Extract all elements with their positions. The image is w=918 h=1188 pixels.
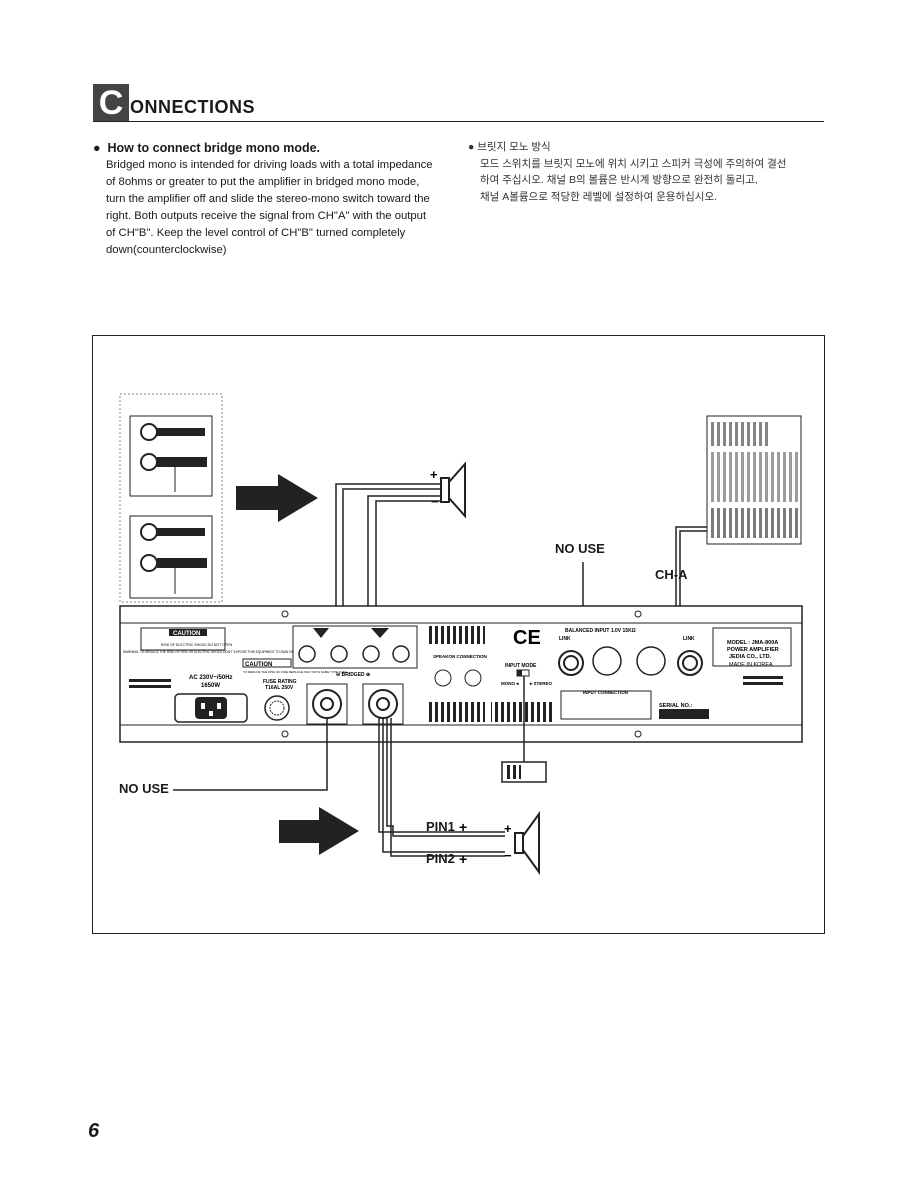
korean-block: ● 브릿지 모노 방식 모드 스위치를 브릿지 모노에 위치 시키고 스피커 극… (468, 139, 828, 205)
svg-text:+: + (504, 821, 512, 836)
balanced-label: BALANCED INPUT 1.0V 15KΩ (565, 628, 636, 634)
english-line: down(counterclockwise) (106, 244, 227, 256)
caution-label: CAUTION (173, 631, 200, 637)
made-label: MADE IN KOREA (729, 662, 773, 668)
link-right-label: LINK (683, 636, 695, 642)
english-heading: ● How to connect bridge mono mode. (93, 141, 320, 155)
english-heading-text: How to connect bridge mono mode. (107, 141, 321, 155)
section-initial: C (93, 84, 129, 122)
english-line: turn the amplifier off and slide the ste… (106, 193, 430, 205)
connector-legend (119, 393, 223, 603)
ac-label: AC 230V~/50Hz (189, 675, 233, 681)
english-line: Bridged mono is intended for driving loa… (106, 159, 433, 171)
caution2-label: CAUTION (245, 662, 272, 668)
english-line: of CH"B". Keep the level control of CH"B… (106, 227, 406, 239)
mode-switch-enlarged (501, 761, 547, 783)
arrow-right-bottom (279, 807, 359, 855)
amplifier-rear-panel: CAUTION RISK OF ELECTRIC SHOCK DO NOT OP… (119, 605, 803, 743)
cha-label: CH-A (655, 567, 688, 582)
svg-text:+: + (459, 819, 467, 835)
section-title: ONNECTIONS (130, 97, 256, 117)
stereo-label: ►STEREO (529, 681, 552, 686)
bullet: ● (93, 141, 101, 155)
svg-text:+: + (459, 851, 467, 867)
no-use-top-label: NO USE (555, 541, 605, 556)
svg-text:+: + (430, 467, 438, 482)
input-mode-label: INPUT MODE (505, 663, 537, 669)
input-connection-label: INPUT CONNECTION (583, 690, 628, 695)
pin1-label: PIN1 (426, 819, 455, 834)
caution2-text: TO REDUCE THE RISK OF FIRE REPLACE ONLY … (243, 670, 348, 674)
mono-label: MONO◄ (501, 681, 519, 686)
ce-mark: CE (513, 627, 541, 649)
watt-label: 1650W (201, 683, 220, 689)
bridged-label: ⊖ BRIDGED ⊕ (336, 672, 370, 678)
svg-text:−: − (504, 848, 512, 863)
serial-label: SERIAL NO.: (659, 703, 692, 709)
diagram-svg: + − CAU (119, 393, 803, 876)
speaker-bottom-icon: + − (504, 810, 540, 876)
header-rule (93, 121, 824, 122)
mixer-console-icon (706, 415, 802, 545)
speaker-top-icon: + − (430, 461, 466, 519)
page-number: 6 (88, 1120, 100, 1142)
english-paragraph: Bridged mono is intended for driving loa… (106, 157, 446, 259)
english-line: of 8ohms or greater to put the amplifier… (106, 176, 420, 188)
pin2-label: PIN2 (426, 851, 455, 866)
risk-label: RISK OF ELECTRIC SHOCK DO NOT OPEN (161, 643, 233, 647)
model-label: MODEL : JMA-800A (727, 640, 778, 646)
arrow-right-top (236, 474, 318, 522)
fuse-value: T16AL 250V (265, 685, 294, 691)
fuse-label: FUSE RATING (263, 679, 297, 685)
english-line: right. Both outputs receive the signal f… (106, 210, 427, 222)
warning-label: WARNING: TO REDUCE THE RISK OF FIRE OR E… (123, 650, 313, 654)
bridge-wiring-diagram: + − CAU (92, 335, 825, 934)
no-use-bottom-label: NO USE (119, 781, 169, 796)
link-left-label: LINK (559, 636, 571, 642)
speakon-label: SPEAKON CONNECTION (433, 654, 487, 659)
korean-heading: ● 브릿지 모노 방식 (468, 141, 551, 153)
korean-line: 하여 주십시오. 채널 B의 볼륨은 반시계 방향으로 완전히 돌리고, (480, 174, 758, 186)
type-label: POWER AMPLIFIER (727, 647, 779, 653)
korean-line: 채널 A볼륨으로 적당한 레벨에 설정하여 운용하십시오. (480, 190, 718, 203)
maker-label: JEDIA CO., LTD. (729, 654, 772, 660)
korean-line: 모드 스위치를 브릿지 모노에 위치 시키고 스피커 극성에 주의하여 결선 (480, 157, 787, 170)
